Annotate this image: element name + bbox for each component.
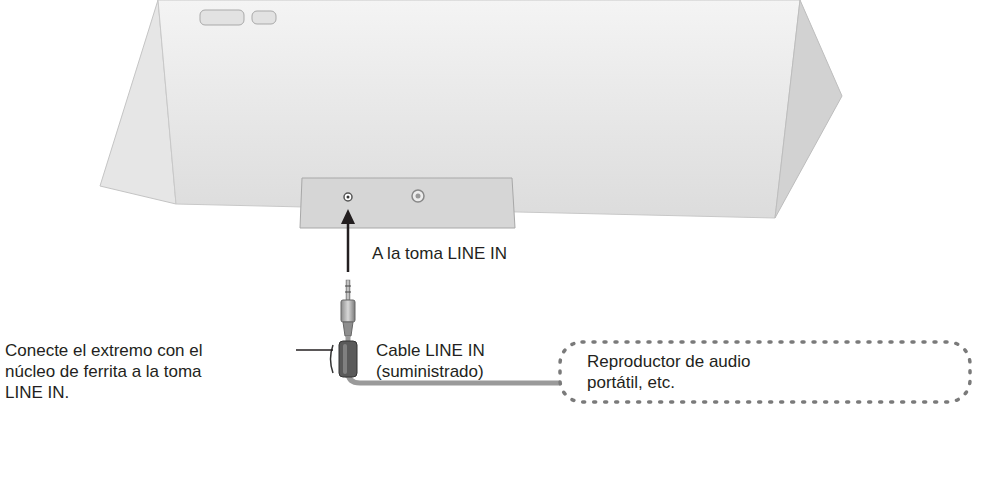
dc-jack (416, 194, 421, 199)
speaker-button (200, 10, 244, 25)
speaker-side (775, 0, 842, 218)
connector-panel (300, 178, 515, 228)
line-in-jack (344, 193, 352, 201)
instruction-note: Conecte el extremo con el núcleo de ferr… (5, 340, 205, 403)
ferrite-core (339, 341, 357, 377)
arrow-head (341, 209, 355, 224)
dc-jack (412, 190, 424, 202)
ferrite-clamp (331, 345, 334, 373)
dashed-outline (560, 342, 970, 402)
plug-body (341, 300, 355, 322)
device-label: Reproductor de audio portátil, etc. (587, 351, 787, 393)
leader-line (296, 349, 333, 351)
plug-ring (345, 292, 351, 293)
speaker-button (252, 11, 276, 24)
line-in-jack (347, 196, 350, 199)
cable-label: Cable LINE IN (suministrado) (376, 340, 516, 382)
device-box: Reproductor de audio portátil, etc. (557, 339, 973, 405)
plug-ring (345, 286, 351, 287)
dashed-outline (557, 339, 973, 405)
ferrite-highlight (343, 344, 347, 374)
plug-pin (346, 280, 350, 300)
target-label: A la toma LINE IN (372, 243, 562, 264)
strain-relief (343, 322, 353, 336)
line-in-cable (331, 280, 561, 383)
speaker (100, 0, 842, 228)
insert-arrow (347, 222, 350, 272)
